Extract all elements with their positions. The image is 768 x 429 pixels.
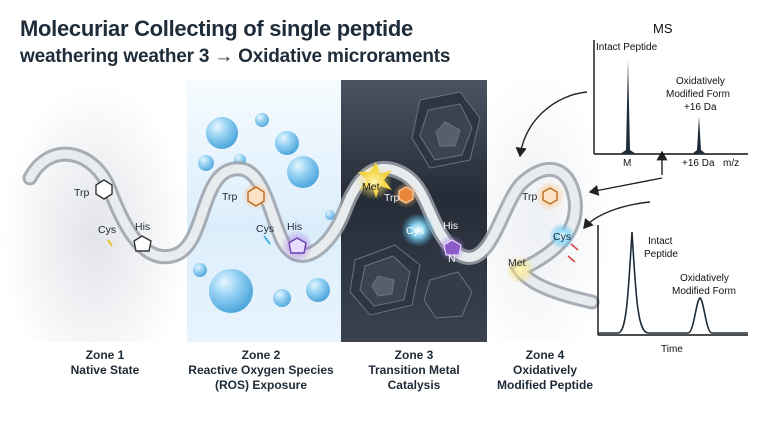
- trp-label: Trp: [384, 192, 400, 204]
- zone2-name: Zone 2: [241, 348, 281, 362]
- metal-clusters: [349, 91, 481, 319]
- chrom-x-label: Time: [661, 344, 683, 355]
- cys-label: Cys: [256, 223, 274, 235]
- ms-intact-label: Intact Peptide: [596, 42, 658, 53]
- chrom-modified-label-2: Modified Form: [672, 286, 736, 297]
- connector-arrows: [515, 91, 668, 230]
- zone4-residues: Trp Cys Met: [506, 181, 579, 284]
- his-label: His: [443, 220, 458, 232]
- ms-tick-m: M: [623, 158, 631, 169]
- zone4-desc: Oxidatively: [512, 363, 578, 377]
- figure-title-line1: Molecuriar Collecting of single peptide: [20, 16, 413, 41]
- met-label: Met: [508, 257, 526, 269]
- trp-label: Trp: [522, 191, 538, 203]
- ms-tick-16da: +16 Da: [682, 158, 715, 169]
- zone1-caption: Zone 1 Native State: [25, 348, 185, 378]
- chrom-intact-label-2: Peptide: [644, 249, 678, 260]
- cys-label: Cys: [406, 225, 424, 237]
- zone2-desc: Reactive Oxygen Species: [188, 363, 334, 377]
- his-label: His: [135, 221, 150, 233]
- zone3-desc: Transition Metal: [368, 363, 460, 377]
- his-label: His: [287, 221, 302, 233]
- chrom-modified-label-1: Oxidatively: [680, 273, 729, 284]
- trp-label: Trp: [74, 187, 90, 199]
- zone2-desc2: (ROS) Exposure: [214, 378, 307, 392]
- met-label: Met: [362, 181, 380, 193]
- ros-bubbles: [193, 113, 335, 313]
- zone2-caption: Zone 2 Reactive Oxygen Species (ROS) Exp…: [181, 348, 341, 393]
- zone3-desc2: Catalysis: [387, 378, 441, 392]
- chrom-intact-label-1: Intact: [648, 236, 673, 247]
- ms-modified-label-3: +16 Da: [684, 102, 717, 113]
- cys-label: Cys: [553, 231, 571, 243]
- figure-title-line2: weathering weather 3 → Oxidative microra…: [20, 46, 451, 67]
- chromatogram-panel: Intact Peptide Oxidatively Modified Form…: [597, 225, 748, 355]
- cys-label: Cys: [98, 224, 116, 236]
- zone4-caption: Zone 4 Oxidatively Modified Peptide: [465, 348, 625, 393]
- zone1-desc: Native State: [70, 363, 140, 377]
- ms-modified-label-1: Oxidatively: [676, 76, 725, 87]
- zone2-residues: Trp Cys His: [222, 182, 313, 262]
- zone3-caption: Zone 3 Transition Metal Catalysis: [334, 348, 494, 393]
- ms-modified-label-2: Modified Form: [666, 89, 730, 100]
- ms-x-unit: m/z: [723, 158, 739, 169]
- zone4-desc2: Modified Peptide: [497, 378, 593, 392]
- zone3-name: Zone 3: [394, 348, 434, 362]
- ms-panel: MS Intact Peptide Oxidatively Modified F…: [593, 21, 748, 169]
- zone3-residues: Met Trp Cys His N: [356, 162, 466, 265]
- ms-title: MS: [653, 21, 673, 36]
- zone1-background: [0, 80, 190, 342]
- zone1-residues: Trp Cys His: [74, 179, 152, 252]
- zone4-name: Zone 4: [525, 348, 565, 362]
- trp-label: Trp: [222, 191, 238, 203]
- nitrogen-label: N: [448, 253, 456, 265]
- zone1-name: Zone 1: [85, 348, 125, 362]
